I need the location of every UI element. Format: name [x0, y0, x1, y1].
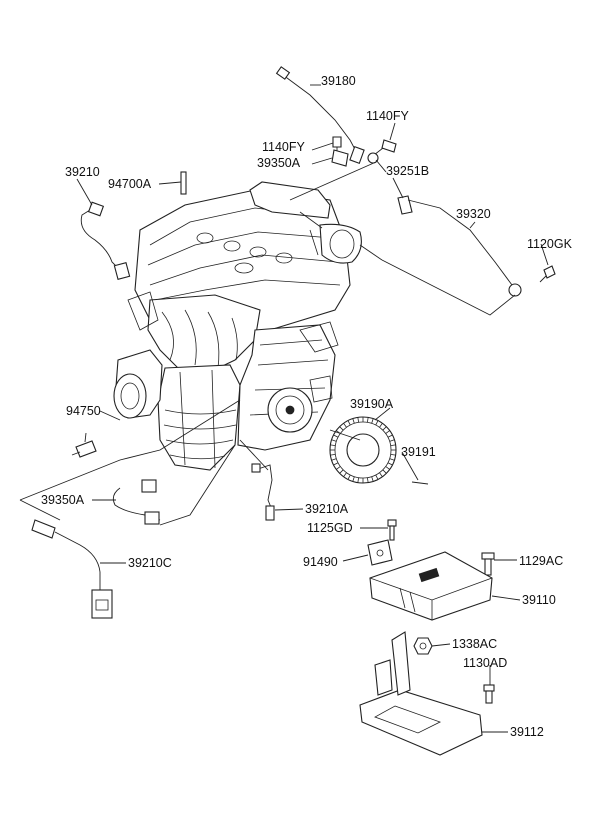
label-91490: 91490 [303, 555, 338, 569]
label-1130AD: 1130AD [463, 656, 507, 670]
ring-tooth [371, 476, 374, 482]
sensor-39210A [251, 463, 275, 521]
ring-tooth [385, 466, 390, 470]
label-39180: 39180 [321, 74, 356, 88]
ring-tooth [330, 453, 336, 456]
ring-tooth [375, 474, 379, 480]
label-1140FY-left: 1140FY [262, 140, 306, 154]
sensor-39350A-top [331, 149, 349, 167]
label-39251B: 39251B [386, 164, 429, 178]
ring-tooth [389, 458, 395, 461]
label-39210C: 39210C [128, 556, 172, 570]
bolt-39191 [411, 481, 429, 485]
ring-tooth [333, 434, 339, 438]
ring-tooth [390, 444, 396, 447]
ring-tooth [336, 466, 341, 470]
ring-tooth [375, 420, 379, 426]
ring-tooth [343, 472, 347, 477]
ring-tooth [333, 462, 339, 466]
ring-tooth [371, 418, 374, 424]
sensor-39210C [31, 519, 113, 619]
ring-tooth [379, 423, 383, 428]
part-39180-sensor-cable [275, 66, 365, 164]
part-39320-harness [407, 199, 522, 297]
ring-tooth [379, 472, 383, 477]
stud-94700A [180, 171, 187, 195]
label-1338AC: 1338AC [452, 637, 497, 651]
sensor-94750 [71, 440, 97, 458]
ring-tooth [389, 439, 395, 442]
ring-tooth [357, 477, 360, 483]
ring-tooth [357, 417, 360, 423]
ring-tooth [382, 469, 387, 474]
label-39210: 39210 [65, 165, 100, 179]
ring-tooth [352, 418, 355, 424]
ring-tooth [331, 458, 337, 461]
reluctor-ring-39190A [329, 416, 397, 484]
label-39191: 39191 [401, 445, 436, 459]
label-1129AC: 1129AC [519, 554, 563, 568]
bolt-1130AD [483, 684, 495, 704]
label-1120GK: 1120GK [527, 237, 573, 251]
engine-assembly-drawing [113, 181, 362, 471]
ring-tooth [330, 444, 336, 447]
ring-tooth [347, 474, 351, 480]
ring-tooth [339, 469, 344, 474]
ring-tooth [366, 417, 369, 423]
label-39320: 39320 [456, 207, 491, 221]
label-39350A-lower: 39350A [41, 493, 85, 507]
label-1125GD: 1125GD [307, 521, 353, 535]
label-94700A: 94700A [108, 177, 152, 191]
label-39350A-top: 39350A [257, 156, 301, 170]
ring-tooth [331, 439, 337, 442]
bolt-1120GK [539, 265, 556, 283]
bracket-91490 [367, 539, 393, 566]
bracket-39112 [359, 631, 483, 756]
bolt-1140FY-b [373, 139, 397, 156]
bolt-1125GD [387, 519, 397, 541]
ring-tooth [387, 434, 393, 438]
ring-tooth [382, 426, 387, 431]
leader-lines [19, 84, 549, 733]
label-39210A: 39210A [305, 502, 349, 516]
bolt-1129AC [481, 552, 495, 576]
nut-1338AC [413, 637, 433, 655]
ring-tooth [343, 423, 347, 428]
label-39190A: 39190A [350, 397, 394, 411]
ring-tooth [347, 420, 351, 426]
sensor-39350A-lower [112, 479, 161, 525]
label-39110: 39110 [522, 593, 556, 607]
ring-tooth [390, 453, 396, 456]
sensor-39210-upper [80, 201, 131, 280]
ring-tooth [385, 430, 390, 434]
ecu-39110 [369, 551, 493, 621]
ring-tooth [366, 477, 369, 483]
label-39112: 39112 [510, 725, 544, 739]
ring-tooth [352, 476, 355, 482]
label-94750: 94750 [66, 404, 101, 418]
label-1140FY-right: 1140FY [366, 109, 410, 123]
part-labels: 39180 1140FY 1140FY 39350A 39251B 39210 … [41, 74, 573, 739]
ring-tooth [339, 426, 344, 431]
ring-tooth [387, 462, 393, 466]
